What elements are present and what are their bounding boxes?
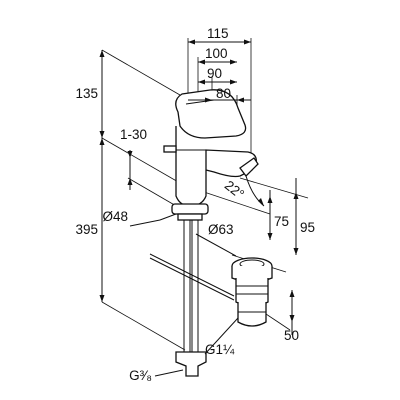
extension-lines: [101, 38, 309, 351]
dimension-labels: 115 100 90 80 135 395 1-30 22° 75 95 Ø48…: [75, 26, 315, 383]
dim-50: 50: [284, 328, 299, 343]
dim-angle-22: 22°: [222, 178, 247, 202]
dim-d48: Ø48: [102, 209, 128, 224]
dim-d63: Ø63: [208, 222, 234, 237]
dim-80: 80: [216, 86, 231, 101]
dim-g3-8: G³⁄₈: [129, 368, 152, 383]
dim-g1-1-4: G1¼: [205, 342, 235, 357]
dimension-lines: [99, 39, 299, 377]
dim-75: 75: [274, 214, 289, 229]
dim-395: 395: [75, 222, 98, 237]
dim-1-30: 1-30: [120, 127, 147, 142]
mounting-assembly: [149, 203, 235, 377]
dim-100: 100: [205, 46, 228, 61]
dim-90: 90: [207, 66, 222, 81]
dim-115: 115: [207, 26, 229, 41]
dim-135: 135: [75, 86, 98, 101]
waste-valve: [231, 257, 273, 327]
dim-95: 95: [300, 220, 315, 235]
